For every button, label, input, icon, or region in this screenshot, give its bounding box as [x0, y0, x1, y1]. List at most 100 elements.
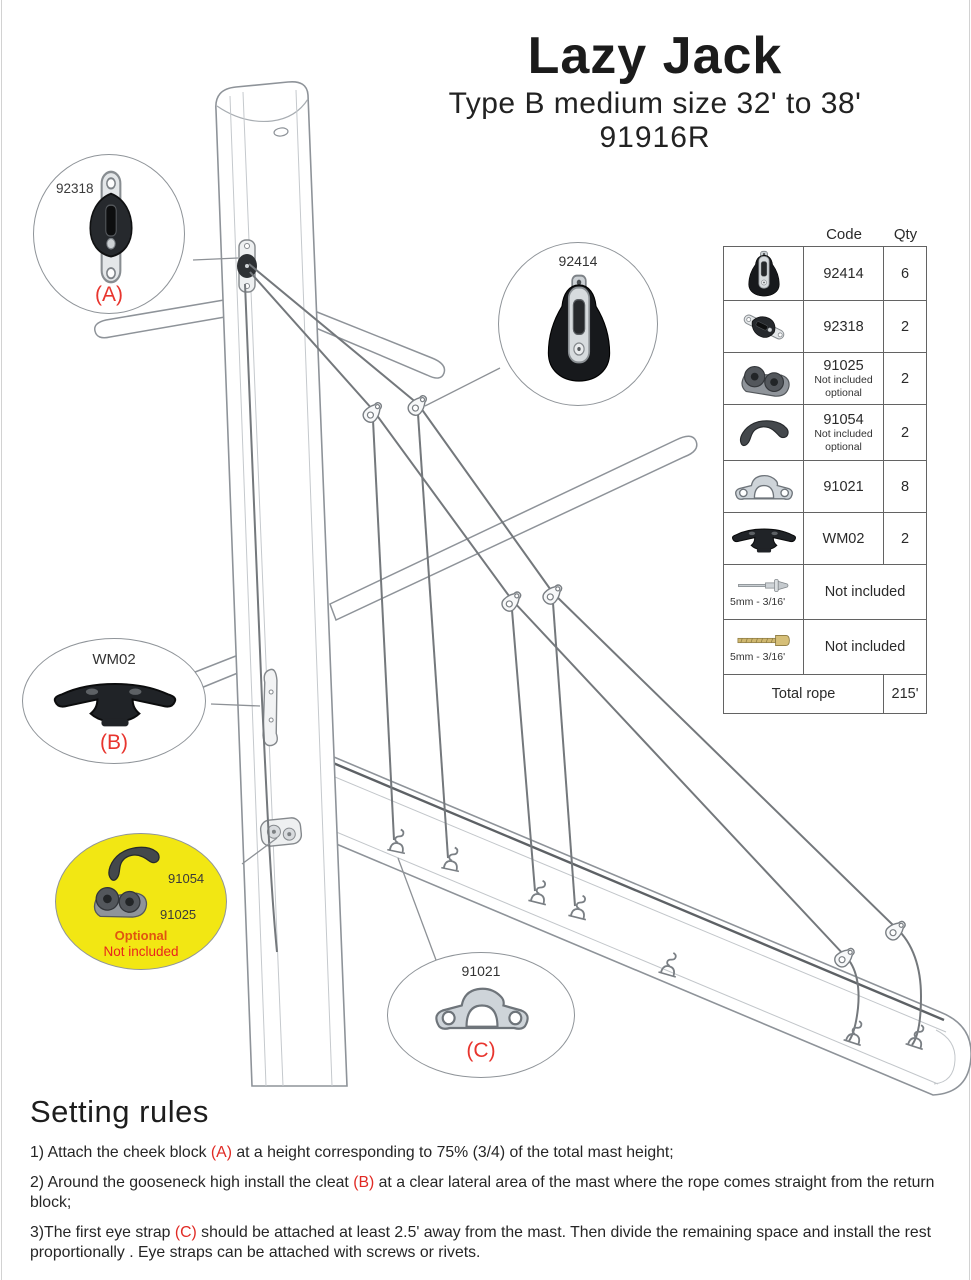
leg-3	[511, 609, 536, 892]
ref-b: (B)	[353, 1173, 375, 1191]
fairlead-icon	[736, 417, 792, 449]
callout-single-block: 92414	[498, 242, 658, 406]
rule-1: 1) Attach the cheek block (A) at a heigh…	[30, 1144, 674, 1161]
part-note: optional	[825, 386, 862, 399]
optional-code-91054: 91054	[168, 871, 205, 886]
part-code: WM02	[804, 513, 884, 564]
cam-cleat-icon	[736, 360, 792, 398]
optional-code-91025: 91025	[160, 907, 197, 922]
ref-a: (A)	[210, 1144, 232, 1161]
rivet-icon	[737, 577, 791, 594]
mast	[215, 80, 348, 1087]
callout-optional: 91054 91025 Optional Not included	[55, 833, 227, 970]
part-note: Not included	[814, 374, 873, 387]
page-edge-left	[1, 0, 2, 1280]
availability-note: Not included	[824, 584, 906, 600]
rule-3: 3)The first eye strap (C) should be atta…	[30, 1223, 931, 1262]
pointer-optional	[241, 837, 278, 865]
leg-1	[372, 419, 395, 841]
pointer-c	[397, 857, 437, 961]
ref-c: (C)	[174, 1223, 197, 1241]
availability-note: Not included	[824, 639, 906, 655]
callout-cheek-block: 92318 (A)	[33, 154, 185, 314]
part-code: 91054	[823, 412, 864, 429]
not-included-label: Not included	[103, 944, 179, 959]
callout-b-ref: (B)	[100, 731, 128, 754]
spreader-lower-right	[329, 435, 698, 622]
horn-cleat-icon	[730, 524, 798, 554]
boom-sail-track	[325, 758, 945, 1022]
single-block-icon	[747, 250, 781, 298]
pointer-92414	[424, 367, 501, 407]
mast-fall-rope	[244, 283, 278, 953]
boom-end-cap	[933, 1029, 956, 1085]
part-qty: 2	[900, 424, 910, 441]
spreader-upper-right	[310, 308, 446, 379]
page-edge-right	[969, 0, 970, 1280]
table-row: WM02 2	[724, 513, 926, 565]
callout-eye-strap: 91021 (C)	[387, 952, 575, 1078]
part-code: 92414	[804, 247, 884, 300]
eye-strap-icon	[733, 472, 795, 502]
fastener-size: 5mm - 3/16'	[730, 595, 786, 608]
part-qty: 2	[900, 530, 910, 547]
part-note: Not included	[814, 428, 873, 441]
setting-rules: Setting rules 1) Attach the cheek block …	[30, 1094, 968, 1273]
cheek-block-icon	[84, 168, 138, 286]
table-row: 91021 8	[724, 461, 926, 513]
table-row: 5mm - 3/16' Not included	[724, 565, 926, 620]
fastener-size: 5mm - 3/16'	[730, 650, 786, 663]
rules-heading: Setting rules	[30, 1094, 209, 1129]
callout-a-code: 92318	[56, 181, 94, 196]
spreader-upper-left	[93, 299, 226, 339]
leg-4	[552, 602, 576, 907]
pointer-a	[192, 257, 239, 261]
mini-block-icon	[831, 943, 859, 971]
page-subtitle: Type B medium size 32' to 38'	[448, 87, 862, 121]
pointer-b	[210, 703, 261, 707]
parts-table-grid: 92414 6 92318 2 91025 Not included optio…	[723, 246, 927, 714]
callout-c-code: 91021	[461, 963, 501, 979]
table-row: 92414 6	[724, 247, 926, 301]
masthead-hole	[273, 127, 289, 137]
part-note: optional	[825, 440, 862, 453]
parts-table-header: Code Qty	[723, 226, 927, 243]
mast-cam-fitting	[259, 817, 303, 847]
part-qty: 2	[900, 370, 910, 387]
leg-2	[417, 413, 449, 859]
mast-cheek-block	[237, 239, 257, 293]
optional-label: Optional	[114, 928, 168, 943]
mast-cleat	[262, 668, 278, 747]
part-code: 91021	[804, 461, 884, 512]
part-qty: 2	[900, 318, 910, 335]
cam-cleat-icon	[84, 874, 152, 926]
total-rope-qty: 215'	[891, 686, 919, 702]
part-qty: 6	[900, 265, 910, 282]
part-code: 91025	[823, 358, 864, 375]
callout-b-code: WM02	[92, 651, 136, 668]
callout-cleat: WM02 (B)	[22, 638, 206, 764]
table-row: Total rope 215'	[724, 675, 926, 713]
table-row: 5mm - 3/16' Not included	[724, 620, 926, 675]
screw-icon	[735, 632, 793, 649]
mast-top-face	[216, 98, 309, 123]
page-title: Lazy Jack	[527, 27, 783, 85]
callout-a-ref: (A)	[95, 283, 123, 306]
total-rope-label: Total rope	[724, 675, 884, 713]
callout-block-code: 92414	[558, 253, 598, 269]
rule-2: 2) Around the gooseneck high install the…	[30, 1173, 935, 1212]
col-header-qty: Qty	[893, 226, 918, 243]
part-qty: 8	[900, 478, 910, 495]
table-row: 91054 Not included optional 2	[724, 405, 926, 461]
cheek-block-icon	[737, 305, 790, 349]
part-code: 92318	[804, 301, 884, 352]
callout-c-ref: (C)	[466, 1039, 496, 1062]
parts-table: Code Qty 92414 6 92318 2 91025 Not inclu…	[723, 226, 927, 714]
table-row: 92318 2	[724, 301, 926, 353]
eye-strap-icon	[432, 983, 532, 1033]
model-number: 91916R	[599, 121, 711, 155]
col-header-code: Code	[826, 226, 862, 243]
horn-cleat-icon	[50, 675, 180, 729]
